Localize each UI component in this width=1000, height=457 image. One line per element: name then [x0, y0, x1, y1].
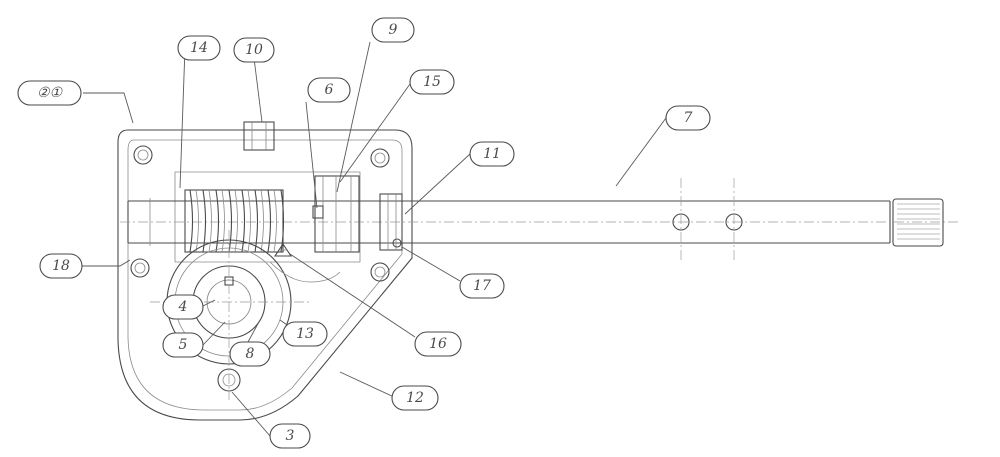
svg-text:7: 7 [684, 110, 693, 126]
svg-text:②①: ②① [37, 85, 64, 101]
svg-text:18: 18 [52, 258, 70, 274]
bolt-17 [392, 238, 402, 248]
callout-21: ②① [17, 80, 82, 106]
callout-14: 14 [177, 35, 221, 61]
callout-3: 3 [269, 423, 311, 449]
svg-text:10: 10 [245, 42, 263, 58]
callout-12: 12 [391, 385, 439, 411]
callout-17: 17 [459, 273, 505, 299]
svg-text:15: 15 [423, 74, 441, 90]
callout-6: 6 [307, 77, 351, 103]
svg-text:6: 6 [325, 82, 334, 98]
svg-text:16: 16 [429, 336, 447, 352]
bearing-sleeve [312, 175, 403, 253]
housing-inner-outline [127, 139, 403, 411]
svg-text:9: 9 [389, 22, 398, 38]
callout-5: 5 [162, 332, 204, 358]
worm-chamber [174, 171, 361, 263]
top-boss [243, 121, 275, 151]
svg-text:13: 13 [296, 326, 314, 342]
housing-outline [117, 129, 413, 421]
worm-gear [184, 189, 285, 253]
svg-text:3: 3 [286, 428, 295, 444]
callout-16: 16 [414, 331, 462, 357]
svg-text:8: 8 [246, 346, 255, 362]
callout-10: 10 [233, 37, 275, 63]
callout-4: 4 [162, 294, 204, 320]
callout-8: 8 [229, 341, 271, 367]
grease-fitting [273, 243, 293, 257]
sector-gear [150, 230, 341, 400]
callout-18: 18 [39, 253, 83, 279]
output-shaft [120, 178, 960, 262]
callout-7: 7 [665, 105, 711, 131]
callout-9: 9 [371, 17, 415, 43]
callout-13: 13 [282, 321, 328, 347]
svg-text:5: 5 [179, 337, 188, 353]
svg-text:12: 12 [406, 390, 424, 406]
leader-lines [82, 41, 667, 437]
svg-text:17: 17 [473, 278, 491, 294]
svg-text:4: 4 [178, 299, 188, 315]
svg-text:11: 11 [483, 146, 501, 162]
callout-15: 15 [409, 69, 455, 95]
svg-text:14: 14 [190, 40, 208, 56]
callout-11: 11 [469, 141, 515, 167]
